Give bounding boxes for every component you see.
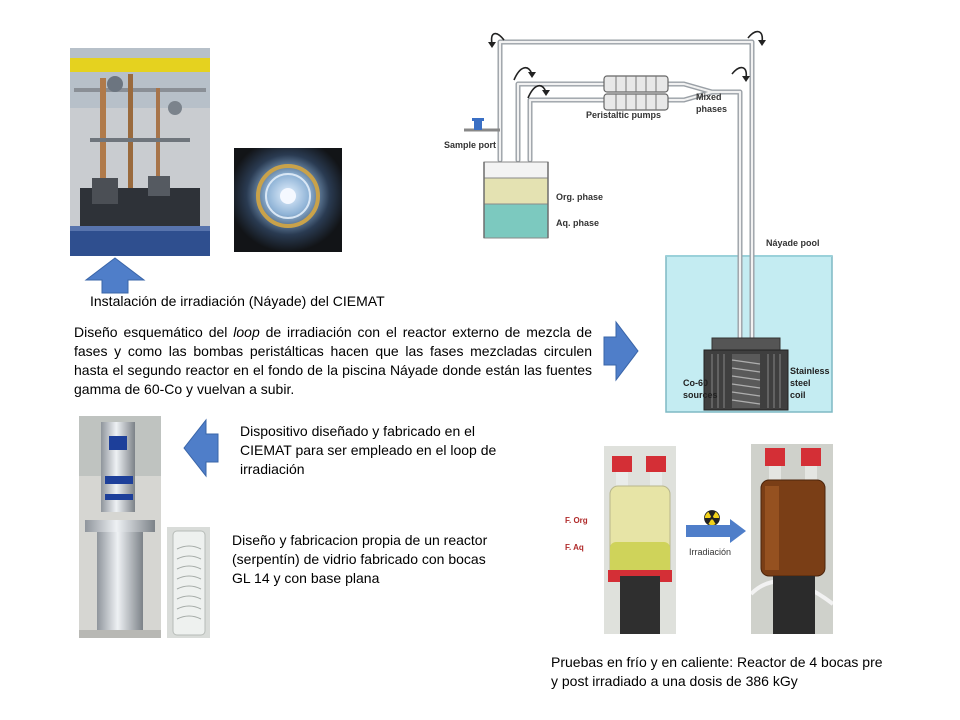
glass-reactor-photo — [167, 527, 210, 638]
co60-sources-label-2: sources — [683, 390, 718, 400]
reactor-caption: Diseño y fabricacion propia de un reacto… — [232, 532, 488, 586]
right-arrow-icon — [603, 320, 639, 382]
tests-caption: Pruebas en frío y en caliente: Reactor d… — [551, 654, 883, 689]
irradiacion-label: Irradiación — [689, 547, 732, 557]
stainless-label-3: coil — [790, 390, 806, 400]
peristaltic-pumps-label: Peristaltic pumps — [586, 110, 661, 120]
schematic-description: Diseño esquemático del loop de irradiaci… — [74, 323, 592, 399]
mixed-phases-label-2: phases — [696, 104, 727, 114]
mixed-phases-label-1: Mixed — [696, 92, 722, 102]
up-arrow-icon — [84, 257, 146, 294]
radiation-icon — [704, 510, 720, 526]
stainless-label-1: Stainless — [790, 366, 830, 376]
mixing-vessel — [483, 161, 549, 239]
device-photo — [79, 416, 161, 638]
schematic-description-loop: loop — [233, 324, 260, 340]
peristaltic-pumps — [603, 75, 669, 111]
nayade-installation-photo — [70, 48, 210, 256]
stainless-label-2: steel — [790, 378, 811, 388]
left-arrow-icon — [183, 418, 219, 478]
pre-irradiation-photo — [604, 446, 676, 634]
f-org-label: F. Org — [565, 516, 588, 525]
org-phase-label: Org. phase — [556, 192, 603, 202]
installation-caption: Instalación de irradiación (Náyade) del … — [90, 293, 385, 309]
reactor-top-view-photo — [234, 148, 342, 252]
f-aq-label: F. Aq — [565, 543, 584, 552]
schematic-description-rest: de irradiación con el reactor externo de… — [74, 324, 592, 397]
irradiation-arrow-icon — [686, 519, 746, 543]
co60-irradiator — [703, 337, 789, 411]
schematic-description-text: Diseño esquemático del — [74, 324, 234, 340]
device-caption: Dispositivo diseñado y fabricado en el C… — [240, 423, 497, 477]
post-irradiation-photo — [751, 444, 833, 634]
co60-sources-label-1: Co-60 — [683, 378, 708, 388]
sample-port-label: Sample port — [444, 140, 496, 150]
nayade-pool-label: Náyade pool — [766, 238, 820, 248]
loop-schematic-diagram: Náyade pool — [444, 30, 833, 413]
aq-phase-label: Aq. phase — [556, 218, 599, 228]
